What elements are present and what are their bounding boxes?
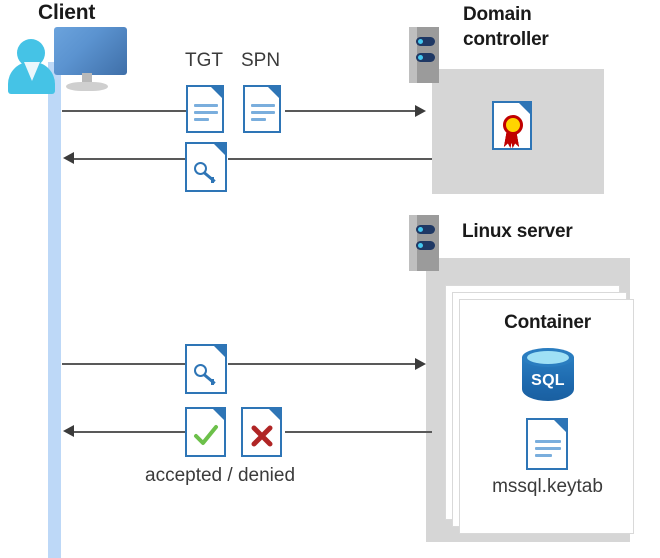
server-rack-body-2	[409, 215, 439, 271]
msg-result-line-right	[285, 431, 432, 433]
msg-ticket-arrowhead	[63, 152, 74, 164]
server-led-1	[418, 39, 423, 44]
person-collar-icon	[24, 62, 40, 81]
domain-controller-server-icon	[409, 27, 439, 83]
container-card-front[interactable]: Container SQL mssql.keytab	[459, 299, 634, 534]
domain-controller-title-line2: controller	[463, 29, 549, 50]
msg-present-line-right	[228, 363, 416, 365]
client-lifeline	[48, 62, 61, 558]
server-led-pill-2	[416, 53, 435, 62]
msg-present-arrowhead	[415, 358, 426, 370]
msg-ticket-line-left	[74, 158, 186, 160]
key-ring-icon	[194, 162, 207, 175]
server-led-pill-4	[416, 241, 435, 250]
key-document-icon-linux	[185, 344, 227, 394]
msg-request-line-left	[62, 110, 186, 112]
tgt-document-icon	[186, 85, 224, 133]
monitor-base-icon	[66, 82, 108, 91]
msg-result-line-left	[74, 431, 186, 433]
server-led-pill-3	[416, 225, 435, 234]
monitor-neck-icon	[82, 73, 92, 86]
client-computer-icon	[0, 0, 140, 100]
client-title: Client	[38, 1, 96, 24]
certificate-ribbon-right	[510, 132, 520, 149]
server-led-2	[418, 55, 423, 60]
msg-request-line-right	[285, 110, 416, 112]
server-led-3	[418, 227, 423, 232]
container-title: Container	[504, 312, 591, 333]
server-rack-body	[409, 27, 439, 83]
key-tooth-icon-2	[211, 379, 214, 385]
server-led-4	[418, 243, 423, 248]
msg-present-line-left	[62, 363, 186, 365]
spn-label: SPN	[241, 50, 281, 71]
certificate-medal-icon	[503, 115, 523, 135]
linux-server-server-icon	[409, 215, 439, 271]
sql-cylinder-top-inner	[527, 351, 569, 364]
key-tooth-icon	[211, 177, 214, 183]
denied-document-icon	[241, 407, 282, 457]
msg-ticket-line-right	[228, 158, 432, 160]
sql-label: SQL	[531, 372, 565, 389]
msg-result-arrowhead	[63, 425, 74, 437]
domain-controller-title-line1: Domain	[463, 4, 532, 25]
key-document-icon-dc	[185, 142, 227, 192]
key-ring-icon-2	[194, 364, 207, 377]
check-mark-icon	[194, 425, 218, 445]
keytab-filename-label: mssql.keytab	[492, 476, 603, 497]
linux-server-title: Linux server	[462, 221, 573, 242]
sql-database-icon: SQL	[522, 348, 574, 404]
accepted-document-icon	[185, 407, 226, 457]
certificate-document-icon	[492, 101, 532, 150]
monitor-screen-icon	[54, 27, 127, 75]
tgt-label: TGT	[185, 50, 223, 71]
keytab-document-icon	[526, 418, 568, 470]
accepted-denied-caption: accepted / denied	[145, 465, 296, 486]
msg-request-arrowhead	[415, 105, 426, 117]
x-mark-icon	[251, 425, 273, 447]
spn-document-icon	[243, 85, 281, 133]
sql-cylinder-top	[522, 348, 574, 367]
domain-controller-title: Domain controller	[463, 2, 549, 52]
server-rack-strip-2	[409, 215, 417, 271]
server-rack-strip	[409, 27, 417, 83]
server-led-pill-1	[416, 37, 435, 46]
